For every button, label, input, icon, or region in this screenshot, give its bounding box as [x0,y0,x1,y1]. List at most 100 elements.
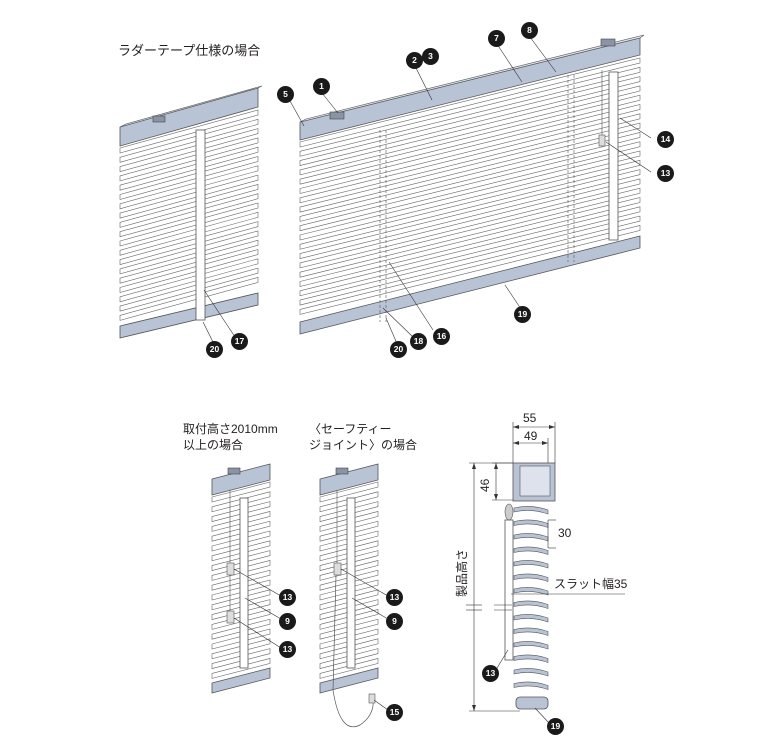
slat [299,104,641,194]
slat-section [513,614,549,623]
wand-d [346,497,356,669]
callout-13-c2: 13 [279,641,296,658]
slat [299,141,641,232]
wand-b [608,71,619,241]
slat [119,267,259,312]
callout-1: 1 [313,78,330,95]
headrail-c [211,463,271,496]
dimension-arrows [472,425,555,711]
slat [119,202,259,247]
slat [299,113,641,204]
slat [299,76,641,166]
slat-section [513,546,549,555]
safety-joint-figure [319,463,379,727]
callout-5: 5 [277,86,294,103]
callout-16: 16 [433,328,450,345]
slat [119,128,259,172]
ladder-tape-blind-figure [119,85,263,339]
slat [119,230,259,275]
safety-loop-cord [332,574,374,727]
callout-20-ladder: 20 [206,341,223,358]
slat [299,57,641,148]
callout-13: 13 [657,165,674,182]
slat [299,159,641,250]
slat-section [513,668,549,677]
slat [299,225,641,315]
slat-section [513,533,549,542]
slat [299,132,641,222]
slat-section [513,506,549,515]
slat [299,178,641,269]
dim-46: 46 [478,478,492,492]
slat [119,249,259,293]
dim-55: 55 [523,411,537,425]
slat [299,187,641,278]
product-height-label: 製品高さ [455,548,469,597]
headrail-b-top [299,34,645,123]
callout-20-main: 20 [390,341,407,358]
bottom-rail-section [515,696,549,710]
slat [299,215,641,306]
bottom-rail-d [319,667,379,694]
slat [299,150,641,241]
bottom-rail-a [119,292,259,339]
slat [119,277,259,321]
slat-section [513,560,549,569]
slat [119,156,259,200]
callout-9-c: 9 [279,613,296,630]
over-2010-caption: 取付高さ2010mm 以上の場合 [183,422,278,452]
cord-knob-b [598,134,606,147]
slat [299,85,641,176]
callout-17: 17 [231,333,248,350]
callout-13-c1: 13 [279,589,296,606]
slat [299,94,641,185]
dim-49: 49 [524,429,538,443]
bottom-rail-c [211,667,271,694]
callout-19: 19 [514,306,531,323]
safety-joint-caption: 〈セーフティー ジョイント〉の場合 [309,422,418,452]
slat [299,197,641,287]
slat [211,658,271,679]
slat [319,658,379,679]
callout-9-d: 9 [386,613,403,630]
callout-15: 15 [386,704,403,721]
dimension-lines [466,422,625,712]
side-section-figure [466,422,625,712]
callout-2: 2 [406,52,423,69]
slat-section [513,600,549,609]
slat [119,239,259,284]
slat [211,481,271,503]
main-blind-figure [299,34,645,335]
slat-section [513,587,549,596]
slat-section [513,681,549,690]
slat [119,184,259,228]
callout-18: 18 [410,333,427,350]
slat [299,169,641,259]
slat [119,137,259,182]
callout-13-e: 13 [482,665,499,682]
slat [119,109,259,154]
callout-8: 8 [521,22,538,39]
slat [119,165,259,210]
slats-a [119,109,259,321]
dim-30: 30 [558,526,572,540]
slat-width-label: スラット幅35 [554,577,628,591]
slats-b [299,57,641,315]
slat [119,118,259,163]
wand-c [239,497,249,669]
headrail-d [319,463,379,496]
ladder-tape-caption: ラダーテープ仕様の場合 [118,43,261,58]
slat [119,211,259,256]
ladder-tape-strip [195,129,206,321]
slat-section-stack [513,506,549,690]
slat [119,221,259,265]
slat [319,481,379,503]
bracket-b1 [329,111,345,120]
bracket-a [152,115,166,123]
safety-joint-part [368,693,376,704]
slat [299,206,641,297]
slat [299,122,641,213]
callout-14: 14 [657,131,674,148]
callout-13-d: 13 [386,589,403,606]
